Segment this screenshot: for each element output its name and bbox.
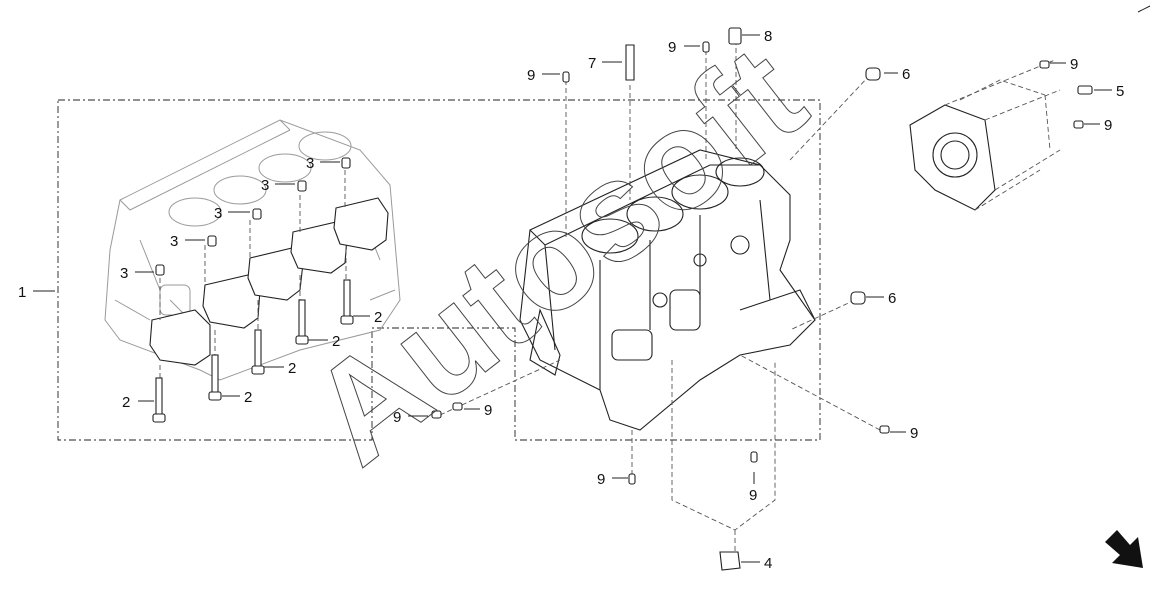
callout-6: 6	[902, 66, 910, 83]
callout-3: 3	[306, 155, 314, 172]
leader-lines	[33, 34, 1112, 563]
callout-9: 9	[597, 471, 605, 488]
callout-3: 3	[261, 177, 269, 194]
bolts-2	[152, 279, 354, 423]
callout-7: 7	[588, 55, 596, 72]
callout-1: 1	[18, 284, 26, 301]
callout-2: 2	[288, 360, 296, 377]
rear-seal-retainer	[909, 59, 1061, 211]
callout-5: 5	[1116, 83, 1124, 100]
bearing-caps	[149, 170, 389, 395]
watermark-outline-text: Autosoft	[281, 15, 832, 494]
callout-9: 9	[527, 67, 535, 84]
callout-3: 3	[120, 265, 128, 282]
corner-mark	[1137, 5, 1151, 13]
group-frame-1	[57, 99, 821, 441]
callout-9: 9	[484, 402, 492, 419]
callout-9: 9	[668, 39, 676, 56]
callout-9: 9	[749, 487, 757, 504]
callout-2: 2	[244, 389, 252, 406]
callout-2: 2	[374, 309, 382, 326]
callout-4: 4	[764, 555, 772, 572]
callout-8: 8	[764, 28, 772, 45]
callout-labels: 1 9 7 9 8 6 9 5 9 6 9 9 9 9 9 4 3 3 3 3 …	[18, 28, 1124, 572]
callout-2: 2	[122, 394, 130, 411]
callout-6: 6	[888, 290, 896, 307]
callout-2: 2	[332, 333, 340, 350]
callout-3: 3	[170, 233, 178, 250]
dowel-pins-3	[155, 157, 351, 276]
main-cylinder-block	[519, 149, 816, 431]
svg-text:Autosoft: Autosoft	[282, 16, 832, 494]
callout-9: 9	[1070, 56, 1078, 73]
arrow-down-right-icon	[1105, 530, 1143, 568]
assembly-centerlines	[439, 40, 881, 555]
small-parts	[431, 27, 1093, 571]
callout-9: 9	[393, 409, 401, 426]
callout-3: 3	[214, 205, 222, 222]
callout-9: 9	[1104, 117, 1112, 134]
callout-9: 9	[910, 425, 918, 442]
